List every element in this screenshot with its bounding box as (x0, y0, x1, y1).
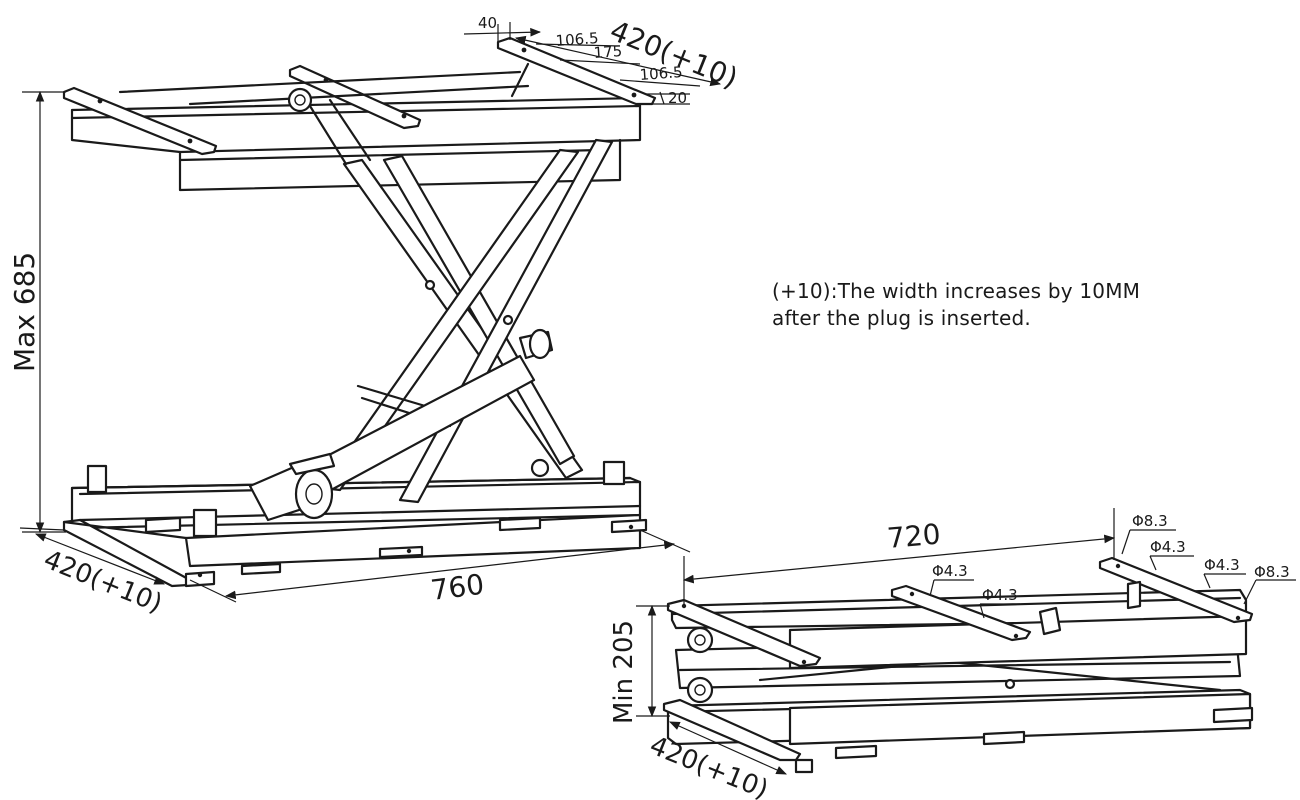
hole-phi4-c-label: Φ4.3 (932, 562, 968, 580)
dim-106-5-a-label: 106.5 (555, 29, 599, 50)
note-line-2: after the plug is inserted. (772, 306, 1031, 330)
hole-callouts: Φ8.3 Φ4.3 Φ4.3 Φ8.3 Φ4.3 Φ4.3 (929, 512, 1296, 619)
hole-phi4-a-label: Φ4.3 (1150, 538, 1186, 556)
hole-phi8-right-label: Φ8.3 (1254, 563, 1290, 581)
hole-phi4-b-label: Φ4.3 (1204, 556, 1240, 574)
dim-40-label: 40 (478, 14, 497, 32)
max-height-dimension: Max 685 (8, 90, 66, 534)
min-height-dimension: Min 205 (609, 604, 670, 724)
raised-lift-view: Max 685 760 420(+10) 40 420(+10) 106.5 (8, 14, 742, 619)
note-line-1: (+10):The width increases by 10MM (772, 279, 1141, 303)
dim-20-label: 20 (668, 89, 687, 107)
actuator-motor (248, 328, 554, 522)
hole-phi8-left-label: Φ8.3 (1132, 512, 1168, 530)
length-760-label: 760 (429, 568, 486, 607)
lowered-lift-view: 720 Min 205 420(+10) Φ8.3 Φ4.3 Φ4.3 (609, 508, 1296, 800)
base-frame (62, 460, 648, 588)
top-bracket-dimensions: 40 420(+10) 106.5 175 106.5 20 (463, 14, 742, 107)
hole-phi4-d-label: Φ4.3 (982, 586, 1018, 604)
dim-106-5-b-label: 106.5 (639, 63, 683, 84)
plug-width-note: (+10):The width increases by 10MM after … (772, 278, 1192, 332)
length-760-dimension: 760 (189, 529, 691, 607)
max-height-label: Max 685 (8, 252, 41, 372)
length-720-dimension: 720 (682, 508, 1116, 604)
width-top-label: 420(+10) (605, 14, 742, 95)
min-height-label: Min 205 (609, 620, 639, 724)
dim-175-label: 175 (593, 42, 623, 62)
length-720-label: 720 (886, 517, 942, 555)
